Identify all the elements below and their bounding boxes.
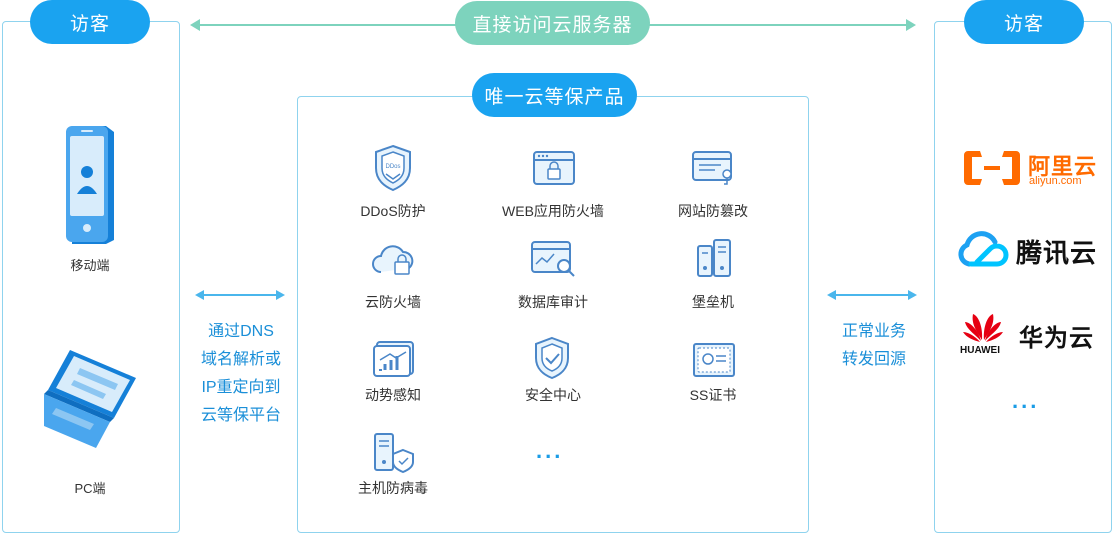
- anti-tamper-label: 网站防篡改: [678, 203, 748, 219]
- huawei-logo-icon: [963, 314, 1003, 342]
- svg-text:DDos: DDos: [385, 164, 400, 170]
- situation-awareness-label: 动势感知: [365, 387, 421, 403]
- ssl-certificate-icon: [693, 343, 735, 377]
- security-center-icon: [535, 336, 569, 380]
- database-audit-label: 数据库审计: [518, 294, 588, 310]
- cloud-firewall-icon: [372, 245, 414, 275]
- cloud-product-title: 唯一云等保产品: [472, 73, 637, 117]
- direct-access-pill: 直接访问云服务器: [455, 1, 650, 45]
- tencent-cloud-logo-icon: [958, 231, 1009, 267]
- more-clouds-ellipsis: ...: [1012, 388, 1040, 413]
- ddos-label: DDoS防护: [360, 203, 426, 219]
- web-firewall-label: WEB应用防火墙: [502, 203, 604, 219]
- dns-redirect-text: 通过DNS 域名解析或 IP重定向到 云等保平台: [186, 318, 296, 430]
- bastion-host-label: 堡垒机: [692, 294, 734, 310]
- tencent-cloud-name: 腾讯云: [1016, 238, 1098, 268]
- left-visitor-badge: 访客: [30, 0, 150, 44]
- aliyun-name: 阿里云: [1028, 154, 1098, 179]
- dns-redirect-line-4: 云等保平台: [200, 407, 281, 424]
- mobile-phone-icon: [66, 126, 114, 244]
- cloud-firewall-label: 云防火墙: [365, 294, 421, 310]
- mobile-label: 移动端: [70, 258, 110, 273]
- right-visitor-panel: [934, 21, 1112, 533]
- right-visitor-badge: 访客: [964, 0, 1084, 44]
- anti-tamper-icon: [692, 151, 732, 185]
- aliyun-logo-icon: [964, 151, 1020, 185]
- dns-redirect-arrow: [195, 290, 285, 300]
- forward-origin-text: 正常业务 转发回源: [820, 318, 928, 374]
- security-center-label: 安全中心: [525, 387, 581, 403]
- forward-origin-line-1: 正常业务: [841, 323, 906, 340]
- database-audit-icon: [531, 241, 575, 277]
- situation-awareness-icon: [373, 341, 414, 377]
- host-antivirus-label: 主机防病毒: [358, 480, 428, 496]
- huawei-brand: HUAWEI: [960, 345, 1000, 356]
- dns-redirect-line-3: IP重定向到: [201, 379, 281, 396]
- dns-redirect-line-1: 通过DNS: [208, 323, 274, 340]
- aliyun-domain: aliyun.com: [1029, 175, 1082, 187]
- ssl-certificate-label: SS证书: [689, 387, 737, 403]
- web-firewall-icon: [533, 151, 575, 185]
- pc-label: PC端: [74, 481, 106, 496]
- laptop-icon: [44, 350, 136, 448]
- forward-origin-line-2: 转发回源: [841, 351, 906, 368]
- huawei-cloud-name: 华为云: [1019, 325, 1094, 352]
- host-antivirus-icon: [374, 433, 414, 474]
- ddos-shield-icon: DDos: [375, 144, 411, 192]
- forward-origin-arrow: [827, 290, 917, 300]
- more-products-ellipsis: ...: [536, 438, 564, 463]
- dns-redirect-line-2: 域名解析或: [200, 351, 281, 368]
- bastion-host-icon: [697, 239, 731, 277]
- left-visitor-panel: [2, 21, 180, 533]
